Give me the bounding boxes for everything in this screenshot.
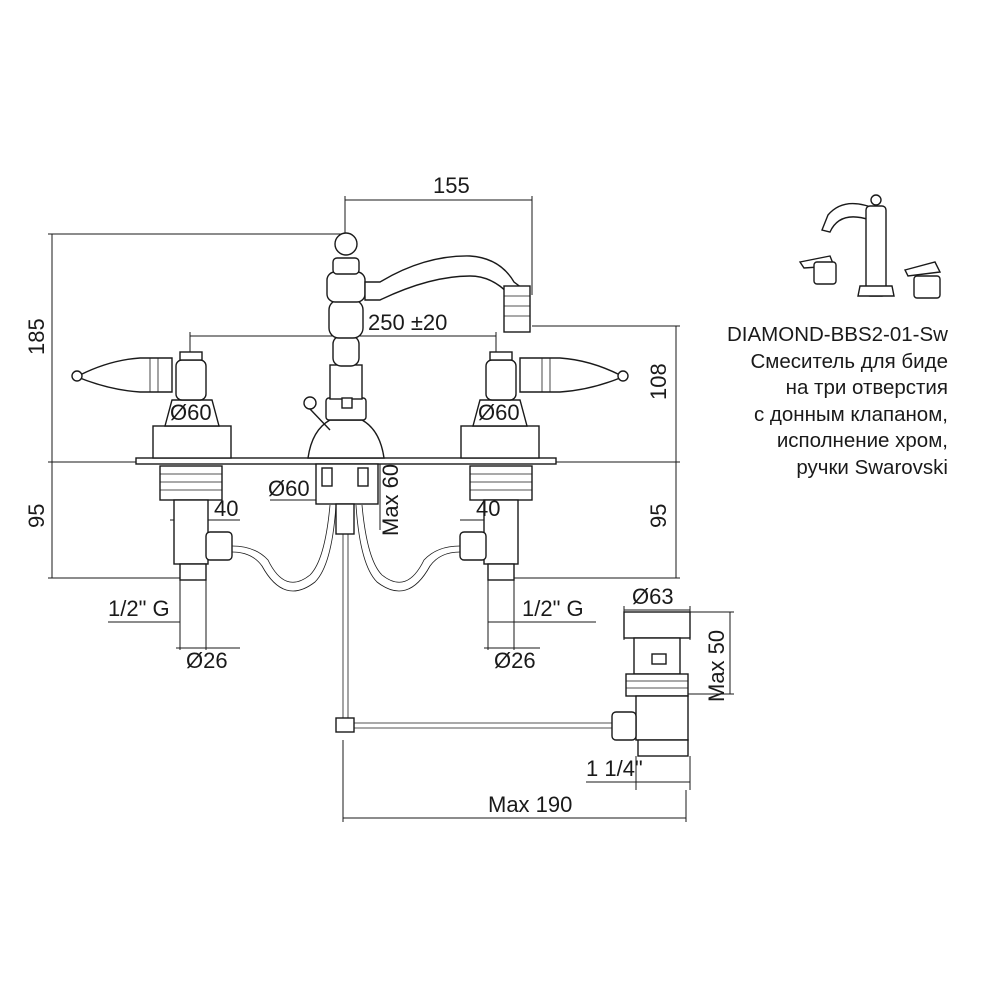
- dim-total-height: 185: [24, 318, 49, 355]
- left-valve-body: [159, 465, 233, 581]
- dim-below-deck-right: 95: [646, 504, 671, 528]
- dim-center-base: Ø60: [268, 476, 310, 501]
- right-valve-body: [459, 465, 533, 581]
- dim-drain-rod: Max 190: [488, 792, 572, 817]
- product-description-line: исполнение хром,: [776, 429, 948, 452]
- product-caption: DIAMOND-BBS2-01-Sw Смеситель для биде на…: [648, 322, 948, 481]
- product-description-line: ручки Swarovski: [796, 455, 948, 479]
- dim-handle-height: 108: [646, 363, 671, 400]
- dim-shank-right: 40: [476, 496, 500, 521]
- dim-handle-spacing: 250 ±20: [368, 310, 447, 335]
- dim-center-shank: Max 60: [378, 464, 403, 536]
- spout-body: [303, 232, 531, 459]
- dim-handle-base-right: Ø60: [478, 400, 520, 425]
- centre-shank-hoses: [231, 463, 612, 733]
- dim-thread-left: 1/2" G: [108, 596, 170, 621]
- product-description-line: с донным клапаном,: [753, 402, 948, 426]
- dim-spout-reach: 155: [433, 173, 470, 198]
- dim-drain-height: Max 50: [704, 630, 729, 702]
- drain-assembly: [611, 611, 691, 757]
- deck-plate: [135, 457, 557, 465]
- dim-thread-right: 1/2" G: [522, 596, 584, 621]
- product-thumbnail: [798, 194, 942, 299]
- product-description-line: на три отверстия: [785, 376, 948, 399]
- product-model: DIAMOND-BBS2-01-Sw: [727, 323, 948, 346]
- dim-handle-base-left: Ø60: [170, 400, 212, 425]
- dim-drain-head: Ø63: [632, 584, 674, 609]
- dim-pipe-right: Ø26: [494, 648, 536, 673]
- right-handle: [460, 351, 629, 459]
- dim-shank-left: 40: [214, 496, 238, 521]
- dim-drain-thread: 1 1/4": [586, 756, 643, 781]
- dimension-labels: 155 185 250 ±20 108 95 95 Ø60 Ø60 Ø60 Ma…: [24, 173, 729, 817]
- left-handle: [71, 351, 232, 459]
- dim-below-deck-left: 95: [24, 504, 49, 528]
- dim-pipe-left: Ø26: [186, 648, 228, 673]
- product-description-line: Смеситель для биде: [750, 349, 949, 373]
